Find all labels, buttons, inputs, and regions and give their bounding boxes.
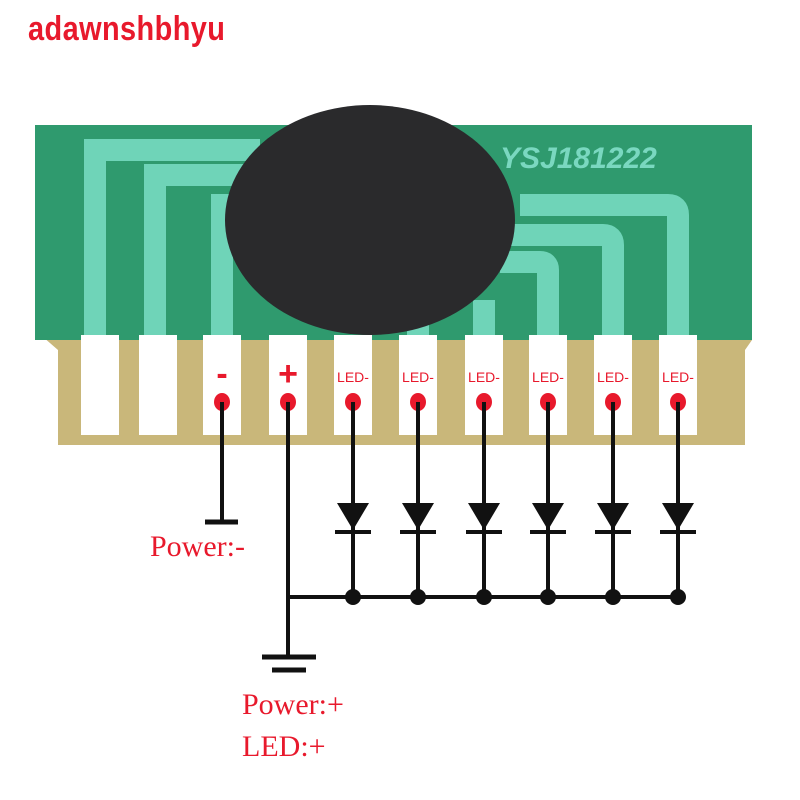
- power-minus-label: Power:-: [150, 530, 245, 563]
- diode-symbol: [402, 503, 434, 530]
- junction-dot: [605, 589, 621, 605]
- diode-symbol: [532, 503, 564, 530]
- diode-symbol: [337, 503, 369, 530]
- pcb-pad: [139, 335, 177, 435]
- pad-label: LED-: [337, 369, 369, 385]
- pad-label: LED-: [402, 369, 434, 385]
- diode-symbol: [662, 503, 694, 530]
- power-plus-label: Power:+: [242, 688, 344, 721]
- diode-symbol: [597, 503, 629, 530]
- pad-label: -: [216, 355, 227, 393]
- pcb-pad: [81, 335, 119, 435]
- pad-label: LED-: [468, 369, 500, 385]
- junction-dot: [540, 589, 556, 605]
- junction-dot: [410, 589, 426, 605]
- board-code: YSJ181222: [500, 142, 657, 175]
- led-plus-label: LED:+: [242, 730, 326, 763]
- watermark-title: adawnshbhyu: [28, 10, 226, 48]
- junction-dot: [345, 589, 361, 605]
- pad-label: LED-: [597, 369, 629, 385]
- chip-blob: [225, 105, 515, 335]
- junction-dot: [670, 589, 686, 605]
- diode-symbol: [468, 503, 500, 530]
- junction-dot: [476, 589, 492, 605]
- pad-label: +: [278, 355, 298, 393]
- pad-label: LED-: [662, 369, 694, 385]
- pad-label: LED-: [532, 369, 564, 385]
